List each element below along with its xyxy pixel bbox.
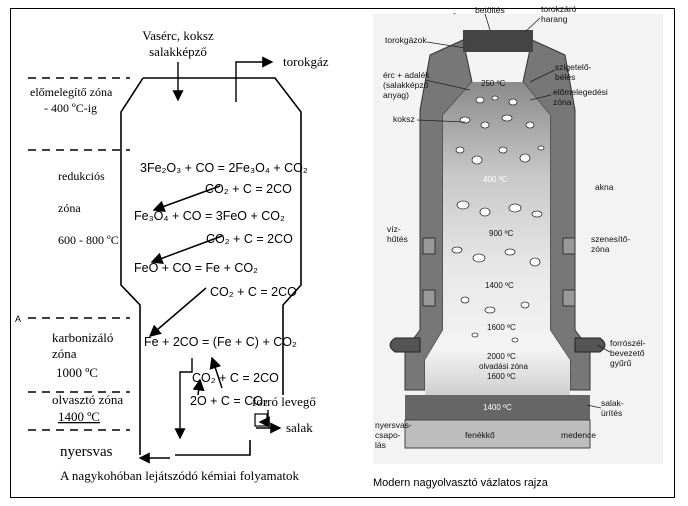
reaction-arrow bbox=[209, 356, 223, 389]
hot-air-ring-label: forrószél- bbox=[610, 338, 646, 348]
iron-tap-label-2: csapo- bbox=[375, 430, 401, 440]
equation-3: FeO + CO = Fe + CO₂ bbox=[134, 261, 258, 275]
hot-air-label: forró levegő bbox=[252, 394, 316, 409]
leader-line bbox=[426, 41, 466, 49]
zone-carbon-label-2: zóna bbox=[52, 346, 77, 361]
hearth-base bbox=[404, 419, 591, 449]
slag-label: salak bbox=[286, 420, 313, 435]
figure-frame bbox=[10, 8, 675, 498]
insulation-label-2: bélés bbox=[555, 72, 575, 82]
water-cooling-label: víz- bbox=[387, 224, 401, 234]
slag-tap-label: salak- bbox=[601, 398, 624, 408]
temp-2000: 2000 ºC bbox=[487, 352, 516, 361]
hot-air-box-left bbox=[422, 289, 436, 307]
reaction-arrow bbox=[192, 378, 205, 396]
equation-2: Fe₃O₄ + CO = 3FeO + CO₂ bbox=[134, 209, 285, 223]
charging-label: betöltés bbox=[475, 5, 505, 15]
left-caption: A nagykohóban lejátszódó kémiai folyamat… bbox=[60, 468, 299, 483]
hot-air-ring-label-2: bevezető bbox=[610, 348, 645, 358]
zone-reduction-temp: 600 - 800 ºC bbox=[58, 233, 119, 247]
tuyere-left bbox=[389, 337, 421, 353]
zone-carbon-label: karbonizáló bbox=[52, 330, 113, 345]
coke-label: koksz bbox=[393, 114, 415, 124]
leader-line bbox=[416, 119, 466, 123]
temp-250: 250 ºC bbox=[481, 79, 505, 88]
charge-pile bbox=[463, 30, 533, 52]
reaction-arrow bbox=[152, 185, 221, 213]
melt-zone-label: olvadási zóna bbox=[479, 362, 528, 371]
hearth-molten bbox=[405, 395, 590, 420]
water-cooling-label-2: hűtés bbox=[387, 234, 408, 244]
temp-400: 400 ºC bbox=[483, 175, 507, 184]
marker-a: A bbox=[15, 314, 21, 324]
hot-air-ring-label-3: gyűrű bbox=[610, 358, 632, 368]
leader-line bbox=[529, 69, 556, 83]
leader-line bbox=[586, 404, 602, 409]
furnace-outline bbox=[120, 77, 302, 456]
temp-1600b: 1600 ºC bbox=[487, 372, 516, 381]
right-caption: Modern nagyolvasztó vázlatos rajza bbox=[373, 477, 549, 489]
zone-melt-temp: 1400 ºC bbox=[58, 409, 100, 424]
pig-iron-label: nyersvas bbox=[60, 444, 113, 460]
tuyere bbox=[254, 413, 268, 427]
temp-1600a: 1600 ºC bbox=[487, 323, 516, 332]
top-mark: - bbox=[453, 8, 456, 18]
burden-particles bbox=[451, 95, 545, 343]
metal-flow-arrow bbox=[174, 358, 193, 440]
shaft-label: akna bbox=[595, 182, 614, 192]
equation-3b: CO₂ + C = 2CO bbox=[210, 285, 297, 299]
equation-1b: CO₂ + C = 2CO bbox=[205, 182, 292, 196]
preheat-zone-label: előmelegedési bbox=[553, 87, 608, 97]
furnace-interior bbox=[425, 82, 570, 395]
zone-preheat-label: előmelegítő zóna bbox=[30, 85, 113, 99]
chemical-process-diagram: Vasérc, koksz salakképző torokgáz előmel… bbox=[15, 28, 329, 483]
hot-air-box-right bbox=[562, 289, 576, 307]
hearth-label: medence bbox=[561, 430, 596, 440]
leader-line bbox=[529, 94, 552, 101]
throat-gas-label: torokgázok bbox=[385, 35, 427, 45]
insulation-label: szigetelő- bbox=[555, 62, 592, 72]
furnace-cross-section: - betöltés torokzáró harang torokgázok é… bbox=[373, 4, 663, 489]
temp-1400a: 1400 ºC bbox=[485, 281, 514, 290]
tuyere-right bbox=[574, 337, 606, 353]
carburizing-box bbox=[562, 237, 576, 255]
reaction-arrow bbox=[150, 235, 223, 264]
zone-reduction-label: redukciós bbox=[58, 169, 105, 183]
leader-line bbox=[596, 344, 611, 353]
ore-label-2: (salakképző bbox=[383, 80, 429, 90]
ore-label: érc + adalék bbox=[383, 70, 430, 80]
gas-label: torokgáz bbox=[283, 54, 329, 69]
equation-1: 3Fe₂O₃ + CO = 2Fe₃O₄ + CO₂ bbox=[140, 161, 308, 175]
ore-label-3: anyag) bbox=[383, 90, 409, 100]
leader-line bbox=[524, 17, 541, 33]
zone-carbon-temp: 1000 ºC bbox=[56, 365, 98, 380]
iron-tap-label: nyersvas- bbox=[375, 420, 412, 430]
reaction-arrow bbox=[148, 287, 207, 337]
iron-tap-label-3: lás bbox=[375, 440, 386, 450]
temp-1400b: 1400 ºC bbox=[483, 403, 512, 412]
zone-preheat-temp: - 400 ºC-ig bbox=[44, 101, 97, 115]
hot-air-arrow bbox=[258, 410, 270, 428]
hearth-bottom-label: fenékkő bbox=[465, 430, 495, 440]
carburizing-label-2: zóna bbox=[591, 244, 610, 254]
preheat-zone-label-2: zóna bbox=[553, 97, 572, 107]
water-cooling-box bbox=[422, 237, 436, 255]
leader-line bbox=[484, 13, 491, 31]
slag-tap-label-2: ürítés bbox=[601, 408, 622, 418]
equation-4: Fe + 2CO = (Fe + C) + CO₂ bbox=[144, 335, 297, 349]
input-label-2: salakképző bbox=[149, 44, 207, 59]
leader-line bbox=[424, 79, 471, 91]
zone-reduction-label-2: zóna bbox=[58, 201, 81, 215]
temp-900: 900 ºC bbox=[489, 229, 513, 238]
equation-5: 2O + C = CO₂ bbox=[190, 394, 268, 408]
input-label: Vasérc, koksz bbox=[142, 28, 214, 43]
equation-2b: CO₂ + C = 2CO bbox=[206, 232, 293, 246]
gas-arrow bbox=[235, 56, 274, 102]
equation-4b: CO₂ + C = 2CO bbox=[192, 371, 279, 385]
carburizing-label: szenesítő- bbox=[591, 234, 630, 244]
throat-bell-label-2: harang bbox=[541, 14, 568, 24]
zone-melt-label: olvasztó zóna bbox=[52, 392, 123, 407]
throat-bell-label: torokzáró bbox=[541, 4, 577, 14]
